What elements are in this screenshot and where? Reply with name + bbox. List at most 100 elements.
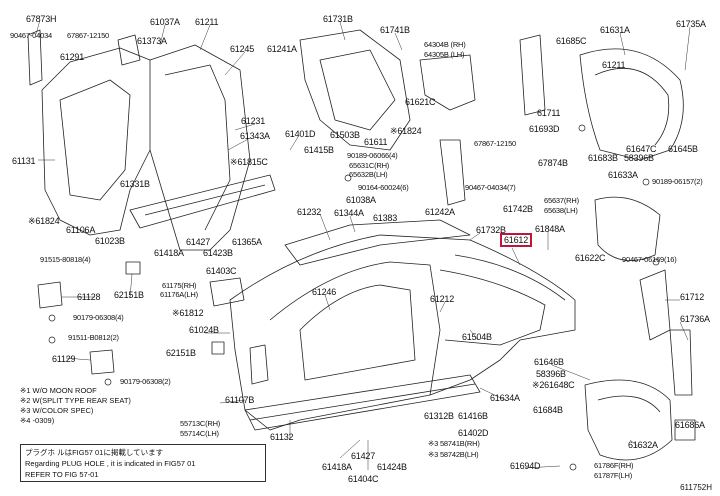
part-number-label[interactable]: 55714C(LH) [180, 429, 219, 438]
highlighted-part-label[interactable]: 61612 [500, 233, 533, 247]
part-number-label[interactable]: 61373A [137, 36, 167, 46]
part-number-label[interactable]: 61415B [304, 145, 334, 155]
part-number-label[interactable]: 61291 [60, 52, 85, 62]
part-number-label[interactable]: 61175(RH) [162, 281, 197, 290]
part-number-label[interactable]: 61503B [330, 130, 360, 140]
part-number-label[interactable]: 61504B [462, 332, 492, 342]
part-number-label[interactable]: ※3 58741B(RH) [428, 439, 480, 448]
part-number-label[interactable]: ※61824 [390, 126, 422, 136]
part-number-label[interactable]: 61418A [154, 248, 184, 258]
part-number-label[interactable]: 61107B [225, 395, 255, 405]
part-number-label[interactable]: 91511-B0812(2) [68, 333, 119, 342]
part-number-label[interactable]: ※261648C [532, 380, 575, 390]
part-number-label[interactable]: 61684B [533, 405, 563, 415]
part-number-label[interactable]: 61427 [351, 451, 376, 461]
part-number-label[interactable]: 61106A [66, 225, 96, 235]
part-number-label[interactable]: 61038A [346, 195, 376, 205]
part-number-label[interactable]: 90179-06308(4) [73, 313, 124, 322]
part-number-label[interactable]: 61645B [668, 144, 698, 154]
part-number-label[interactable]: 61694D [510, 461, 541, 471]
part-number-label[interactable]: 61631A [600, 25, 630, 35]
part-number-label[interactable]: 61212 [430, 294, 455, 304]
part-number-label[interactable]: 61023B [95, 236, 125, 246]
part-number-label[interactable]: 61401D [285, 129, 316, 139]
part-number-label[interactable]: 61735A [676, 19, 706, 29]
part-number-label[interactable]: 90467-06169(16) [622, 255, 677, 264]
part-number-label[interactable]: 61787F(LH) [594, 471, 633, 480]
part-number-label[interactable]: 61383 [373, 213, 398, 223]
part-number-label[interactable]: ※61815C [230, 157, 268, 167]
part-number-label[interactable]: 61037A [150, 17, 180, 27]
part-number-label[interactable]: 90189-06066(4) [347, 151, 398, 160]
part-number-label[interactable]: 61647C [626, 144, 657, 154]
part-number-label[interactable]: 58396B [624, 153, 654, 163]
part-number-label[interactable]: 61633A [608, 170, 638, 180]
part-number-label[interactable]: 65632B(LH) [349, 170, 388, 179]
part-number-label[interactable]: 61646B [534, 357, 564, 367]
part-number-label[interactable]: 61176A(LH) [160, 290, 198, 299]
part-number-label[interactable]: 61742B [503, 204, 533, 214]
part-number-label[interactable]: 90179-06308(2) [120, 377, 171, 386]
part-number-label[interactable]: 61242A [425, 207, 455, 217]
part-number-label[interactable]: 58396B [536, 369, 566, 379]
part-number-label[interactable]: 61622C [575, 253, 606, 263]
part-number-label[interactable]: ※61812 [172, 308, 204, 318]
part-number-label[interactable]: 65631C(RH) [349, 161, 390, 170]
part-number-label[interactable]: 67867-12150 [474, 139, 517, 148]
part-number-label[interactable]: 61231 [241, 116, 266, 126]
part-number-label[interactable]: 61693D [529, 124, 560, 134]
part-number-label[interactable]: 61211 [602, 60, 626, 70]
part-number-label[interactable]: 61736A [680, 314, 710, 324]
part-number-label[interactable]: 61132 [270, 432, 294, 442]
part-number-label[interactable]: 65637(RH) [544, 196, 579, 205]
part-number-label[interactable]: 61686A [675, 420, 705, 430]
part-number-label[interactable]: 61634A [490, 393, 520, 403]
part-number-label[interactable]: 61024B [189, 325, 219, 335]
part-number-label[interactable]: 61712 [680, 292, 705, 302]
part-number-label[interactable]: 61404C [348, 474, 379, 484]
part-number-label[interactable]: 61685C [556, 36, 587, 46]
part-number-label[interactable]: 90467-04034 [10, 31, 53, 40]
part-number-label[interactable]: 67874B [538, 158, 568, 168]
part-number-label[interactable]: 61344A [334, 208, 364, 218]
part-number-label[interactable]: 90164-60024(6) [358, 183, 409, 192]
part-number-label[interactable]: 61129 [52, 354, 76, 364]
part-number-label[interactable]: 61312B [424, 411, 454, 421]
part-number-label[interactable]: 64305B (LH) [424, 50, 465, 59]
part-number-label[interactable]: 61365A [232, 237, 262, 247]
part-number-label[interactable]: 61424B [377, 462, 407, 472]
part-number-label[interactable]: 61848A [535, 224, 565, 234]
part-number-label[interactable]: 61246 [312, 287, 337, 297]
part-number-label[interactable]: 61403C [206, 266, 237, 276]
part-number-label[interactable]: 61427 [186, 237, 211, 247]
part-number-label[interactable]: 90189-06157(2) [652, 177, 703, 186]
part-number-label[interactable]: 61211 [195, 17, 219, 27]
part-number-label[interactable]: 61741B [380, 25, 410, 35]
part-number-label[interactable]: ※3 58742B(LH) [428, 450, 479, 459]
part-number-label[interactable]: 55713C(RH) [180, 419, 221, 428]
part-number-label[interactable]: ※61824 [28, 216, 60, 226]
part-number-label[interactable]: 67867-12150 [67, 31, 110, 40]
part-number-label[interactable]: 62151B [166, 348, 196, 358]
part-number-label[interactable]: 64304B (RH) [424, 40, 466, 49]
part-number-label[interactable]: 61632A [628, 440, 658, 450]
part-number-label[interactable]: 61621C [405, 97, 436, 107]
part-number-label[interactable]: 61683B [588, 153, 618, 163]
part-number-label[interactable]: 62151B [114, 290, 144, 300]
part-number-label[interactable]: 61418A [322, 462, 352, 472]
part-number-label[interactable]: 61241A [267, 44, 297, 54]
part-number-label[interactable]: 61732B [476, 225, 506, 235]
part-number-label[interactable]: 61611 [364, 137, 388, 147]
part-number-label[interactable]: 61331B [120, 179, 150, 189]
part-number-label[interactable]: 61402D [458, 428, 489, 438]
part-number-label[interactable]: 91515-80818(4) [40, 255, 91, 264]
part-number-label[interactable]: 67873H [26, 14, 57, 24]
part-number-label[interactable]: 90467-04034(7) [465, 183, 516, 192]
part-number-label[interactable]: 61343A [240, 131, 270, 141]
part-number-label[interactable]: 61128 [77, 292, 101, 302]
part-number-label[interactable]: 65638(LH) [544, 206, 578, 215]
part-number-label[interactable]: 61245 [230, 44, 255, 54]
part-number-label[interactable]: 61423B [203, 248, 233, 258]
part-number-label[interactable]: 61731B [323, 14, 353, 24]
part-number-label[interactable]: 61786F(RH) [594, 461, 634, 470]
